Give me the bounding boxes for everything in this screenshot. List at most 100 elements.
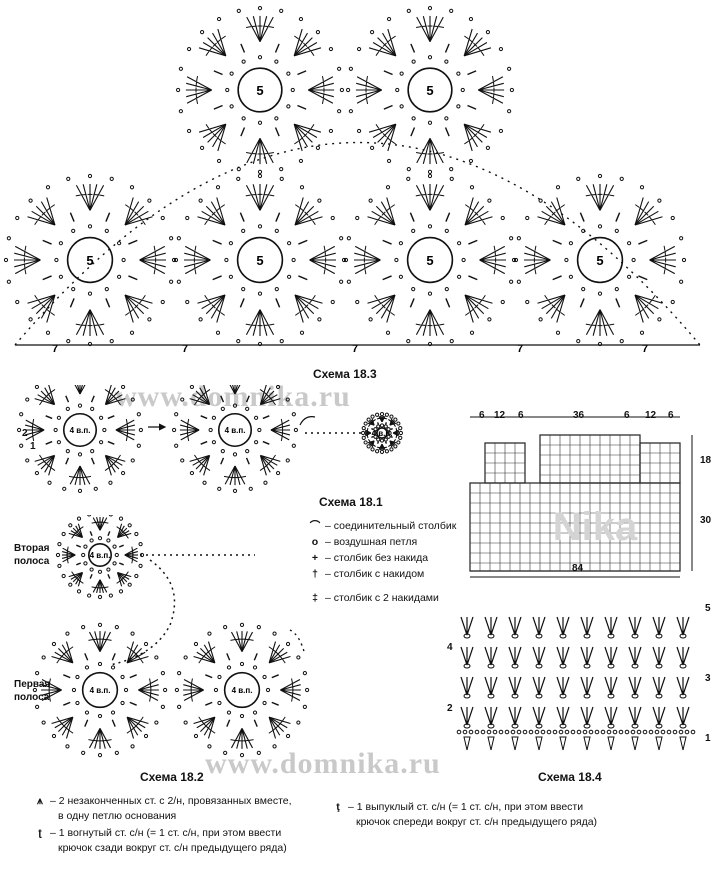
stitch-cluster — [676, 706, 690, 729]
dim-right-1: 30 — [700, 515, 712, 526]
double-crochet-icon: † — [312, 568, 318, 580]
motif-center-label: 4 в.п. — [225, 426, 246, 435]
stitch-cluster — [580, 676, 594, 699]
crochet-motif: 5 — [346, 5, 514, 174]
stitch-cluster — [604, 706, 618, 729]
dim-top-6: 6 — [668, 410, 674, 421]
motif-center-label: 5 — [256, 253, 263, 268]
stitch-cluster — [628, 616, 642, 639]
watermark-bottom: www.domnika.ru — [205, 747, 441, 780]
stitch-cluster — [556, 676, 570, 699]
motif-center-label: 5 — [256, 83, 263, 98]
s184-row-3: 3 — [705, 673, 711, 684]
edge-count-label: 7 — [352, 343, 358, 355]
motif-center-label: 4 в.п. — [372, 429, 393, 438]
motif-center-label: 4 в.п. — [70, 426, 91, 435]
motif-center-label: 4 в.п. — [90, 686, 111, 695]
stitch-cluster — [604, 616, 618, 639]
dim-top-0: 6 — [479, 410, 485, 421]
dim-top-5: 12 — [645, 410, 657, 421]
crochet-motif: 4 в.п. — [172, 385, 298, 494]
stitch-cluster — [508, 676, 522, 699]
s184-row-4: 4 — [447, 642, 453, 653]
edge-count-label: 7 — [182, 343, 188, 355]
crochet-motif: 4 в.п. — [17, 385, 143, 494]
footnote-cluster: ⩚ – 2 незаконченных ст. с 2/н, провязанн… — [30, 794, 292, 824]
stitch-cluster — [508, 616, 522, 639]
stitch-cluster — [508, 706, 522, 729]
dim-top-2: 6 — [518, 410, 524, 421]
motif-center-label: 5 — [596, 253, 603, 268]
crochet-motif: 5 — [343, 173, 517, 347]
s184-row-5: 5 — [705, 603, 711, 614]
crochet-motif: 5 — [513, 173, 687, 347]
crochet-motif: 5 — [3, 173, 177, 347]
footnote-back-post: ʈ – 1 вогнутый ст. с/н (= 1 ст. с/н, при… — [30, 826, 286, 856]
stitch-cluster — [508, 646, 522, 669]
dim-right-0: 18 — [700, 455, 712, 466]
second-stripe-label: Вторая полоса — [14, 543, 50, 567]
stitch-cluster — [580, 616, 594, 639]
stitch-cluster — [556, 706, 570, 729]
row-label-2: 2 — [22, 428, 28, 439]
stitch-cluster — [532, 706, 546, 729]
motif-center-label: 4 в.п. — [90, 551, 111, 560]
legend-item: o– воздушная петля — [305, 534, 456, 550]
legend-item: +– столбик без накида — [305, 550, 456, 566]
scheme-18-2-diagram: 4 в.п. 4 в.п. 4 в.п. — [32, 515, 310, 758]
scheme-18-3-title: Схема 18.3 — [313, 367, 377, 381]
dim-top-3: 36 — [573, 410, 585, 421]
base-stitch — [511, 736, 519, 751]
stitch-cluster — [676, 616, 690, 639]
back-post-stitch-icon: ʈ — [38, 827, 42, 839]
stitch-cluster — [628, 646, 642, 669]
edge-count-label: 7 — [642, 343, 648, 355]
stitch-cluster — [484, 646, 498, 669]
garment-pattern-grid: Nika — [469, 416, 693, 578]
symbol-legend: ⌒– соединительный столбик o– воздушная п… — [305, 518, 457, 606]
motif-center-label: 5 — [426, 83, 433, 98]
crochet-motif: 4 в.п. — [55, 515, 145, 600]
dim-top-1: 12 — [494, 410, 506, 421]
base-stitch — [631, 736, 639, 751]
base-stitch — [607, 736, 615, 751]
base-stitch — [583, 736, 591, 751]
scheme-18-4-diagram — [456, 616, 696, 751]
stitch-cluster — [484, 616, 498, 639]
dim-bottom: 84 — [572, 563, 584, 574]
edge-count-label: 7 — [52, 343, 58, 355]
motif-center-label: 4 в.п. — [232, 686, 253, 695]
base-stitch — [535, 736, 543, 751]
stitch-cluster — [532, 646, 546, 669]
stitch-cluster — [652, 676, 666, 699]
stitch-cluster — [580, 646, 594, 669]
stitch-cluster — [460, 676, 474, 699]
stitch-cluster — [628, 676, 642, 699]
stitch-cluster — [580, 706, 594, 729]
first-stripe-label: Первая полоса — [14, 679, 51, 703]
scheme-18-1-title: Схема 18.1 — [319, 495, 383, 509]
crochet-motif: 4 в.п. — [32, 622, 168, 758]
crochet-motif: 5 — [173, 173, 347, 347]
base-stitch — [559, 736, 567, 751]
stitch-cluster — [628, 706, 642, 729]
base-stitch — [679, 736, 687, 751]
stitch-cluster — [484, 706, 498, 729]
nika-logo: Nika — [553, 505, 638, 549]
crochet-motif: 5 — [176, 5, 344, 174]
scheme-18-1-diagram: 4 в.п. 4 в.п. 4 в.п. — [17, 385, 403, 494]
treble-crochet-icon: ‡ — [312, 592, 318, 604]
legend-item: ‡– столбик с 2 накидами — [305, 590, 456, 606]
single-crochet-icon: + — [311, 552, 319, 564]
footnote-front-post: ţ – 1 выпуклый ст. с/н (= 1 ст. с/н, при… — [328, 800, 597, 830]
crochet-motif: 4 в.п. — [174, 622, 310, 758]
stitch-cluster — [652, 616, 666, 639]
stitch-cluster — [484, 676, 498, 699]
stitch-cluster — [556, 646, 570, 669]
s184-row-2: 2 — [447, 703, 453, 714]
base-stitch — [487, 736, 495, 751]
cluster-stitch-icon: ⩚ — [37, 795, 43, 807]
outer-border-chain — [14, 142, 701, 346]
stitch-cluster — [532, 616, 546, 639]
